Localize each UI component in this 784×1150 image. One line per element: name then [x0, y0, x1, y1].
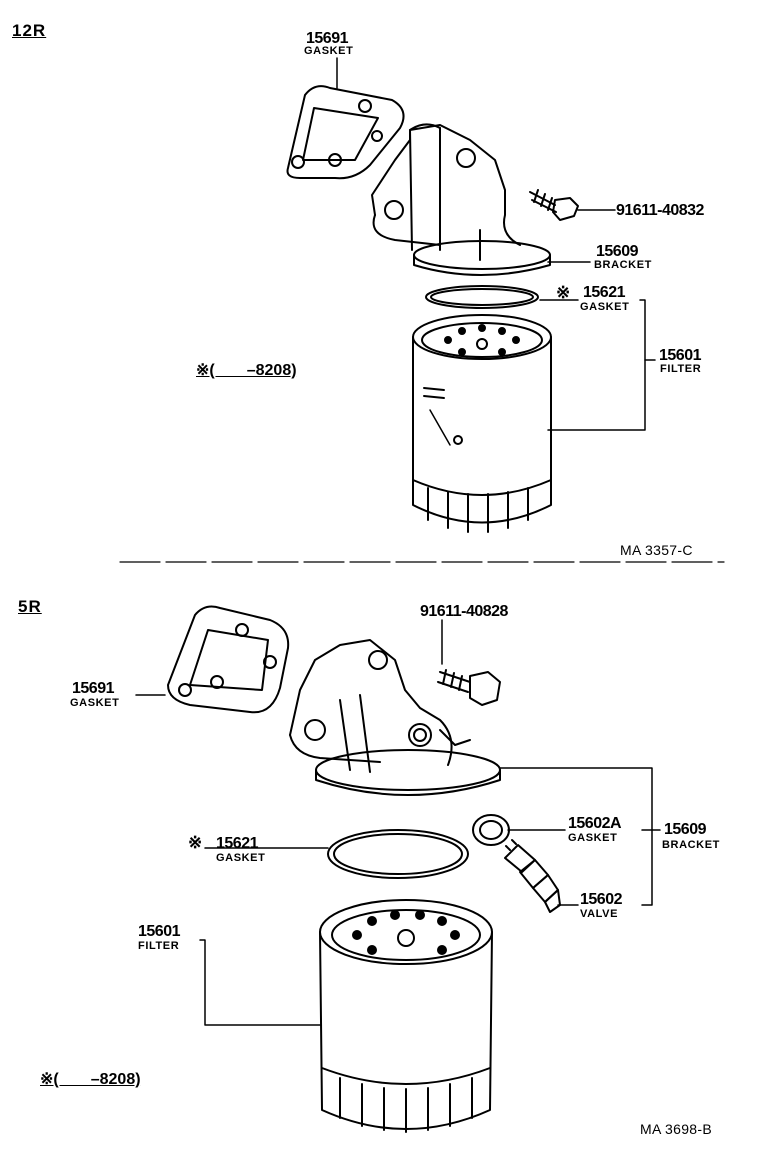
bottom-bracket-name: BRACKET	[662, 839, 720, 851]
top-oring-name: GASKET	[580, 301, 630, 313]
bottom-valve-number: 15602	[580, 891, 623, 908]
bottom-oring-name: GASKET	[216, 852, 266, 864]
top-bracket-name: BRACKET	[594, 259, 652, 271]
bottom-oring-number: 15621	[216, 835, 259, 852]
top-bolt-number: 91611-40832	[616, 202, 704, 219]
top-gasket-part	[286, 85, 405, 180]
bottom-drawing-code: MA 3698-B	[640, 1121, 712, 1137]
bottom-oring-part	[327, 829, 469, 879]
bottom-seal-part	[472, 814, 510, 846]
bottom-filter-name: FILTER	[138, 940, 180, 952]
top-filter-number: 15601	[659, 347, 702, 364]
top-gasket-number: 15691	[306, 30, 349, 47]
top-filter-name: FILTER	[660, 363, 702, 375]
bottom-bolt-number: 91611-40828	[420, 603, 508, 620]
bottom-valve-part	[504, 839, 561, 913]
bottom-seal-number: 15602A	[568, 815, 622, 832]
bottom-bracket-part	[289, 639, 501, 796]
bottom-filter-part	[319, 899, 493, 1133]
bottom-gasket-part	[167, 605, 290, 714]
top-drawing-code: MA 3357-C	[620, 542, 693, 558]
section-label-5r: 5R	[18, 597, 42, 616]
bottom-applicability-note: ※( –8208)	[40, 1071, 141, 1088]
section-label-12r: 12R	[12, 21, 47, 40]
top-bracket-number: 15609	[596, 243, 639, 260]
top-gasket-name: GASKET	[304, 45, 354, 57]
top-oring-number: 15621	[583, 284, 626, 301]
bottom-oring-mark: ※	[188, 833, 203, 852]
top-oring-mark: ※	[556, 283, 571, 302]
bottom-gasket-name: GASKET	[70, 697, 120, 709]
bottom-valve-name: VALVE	[580, 908, 619, 920]
bottom-gasket-number: 15691	[72, 680, 115, 697]
top-bolt-part	[529, 189, 579, 221]
bottom-seal-name: GASKET	[568, 832, 618, 844]
bottom-bracket-number: 15609	[664, 821, 707, 838]
top-bracket-part	[371, 123, 551, 276]
top-leader-lines	[119, 57, 725, 563]
bottom-bolt-part	[437, 669, 501, 706]
bottom-filter-number: 15601	[138, 923, 181, 940]
top-oring-part	[425, 285, 539, 309]
top-filter-part	[412, 314, 552, 533]
top-applicability-note: ※( –8208)	[196, 362, 297, 379]
bottom-leader-lines	[135, 619, 661, 1026]
